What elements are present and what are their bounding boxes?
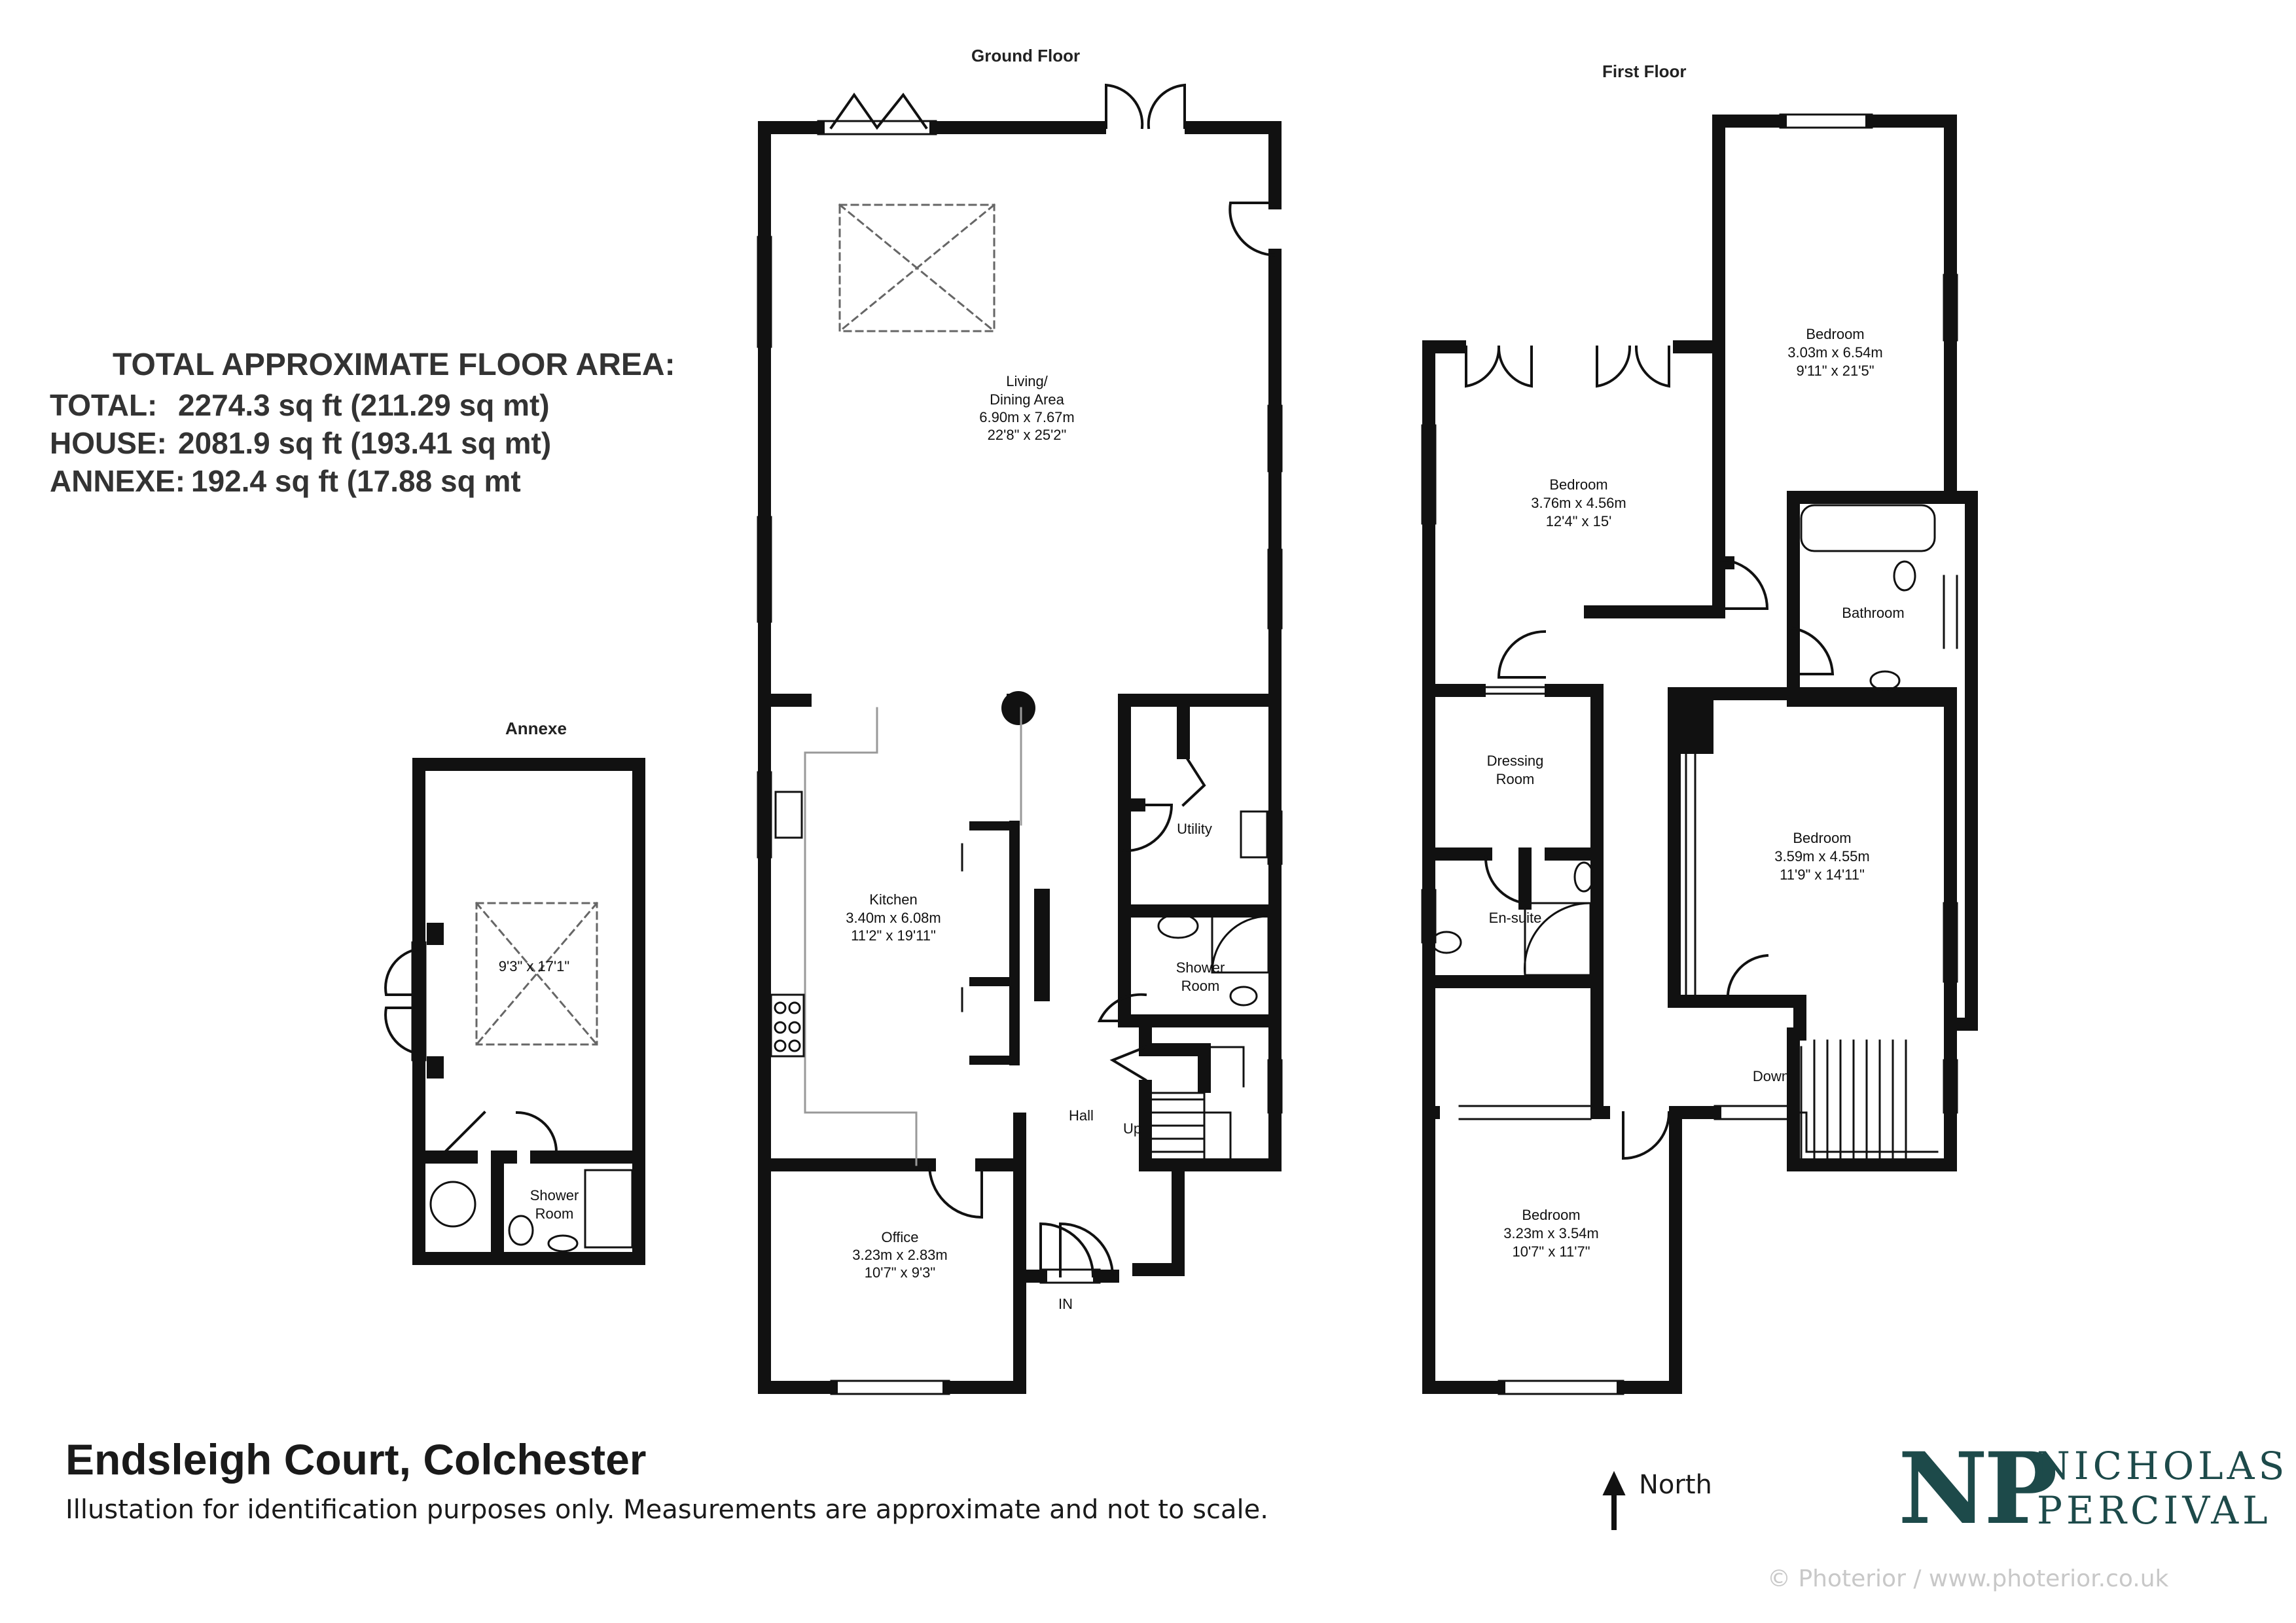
kitchen-appliances	[770, 791, 1268, 1058]
area-heading: TOTAL APPROXIMATE FLOOR AREA:	[113, 348, 675, 382]
annexe-french-door-icon	[384, 947, 558, 1154]
area-house-value: 2081.9 sq ft (193.41 sq mt)	[178, 426, 552, 460]
bed3-name: Bedroom	[1793, 830, 1851, 846]
ensuite-label: En-suite	[1489, 910, 1542, 926]
annexe-dim: 9'3" x 17'1"	[499, 958, 569, 974]
bathroom-label: Bathroom	[1842, 605, 1904, 621]
shower-room-fixtures	[1157, 913, 1270, 1007]
bed1-name: Bedroom	[1806, 326, 1864, 342]
annexe-shower-2: Room	[535, 1205, 574, 1222]
living-m: 6.90m x 7.67m	[979, 409, 1075, 425]
annexe-shower-1: Shower	[530, 1187, 579, 1204]
in-label: IN	[1058, 1296, 1073, 1312]
bifold-door-icon	[829, 92, 928, 130]
area-total-row: TOTAL: 2274.3 sq ft (211.29 sq mt)	[50, 387, 550, 423]
kitchen-ft: 11'2" x 19'11"	[851, 927, 936, 944]
first-floor-walls	[1422, 115, 1978, 1394]
area-annexe-row: ANNEXE:192.4 sq ft (17.88 sq mt	[50, 463, 521, 499]
living-name2: Dining Area	[990, 391, 1065, 408]
annexe-label: Annexe	[505, 719, 567, 738]
dressing-label-2: Room	[1496, 771, 1535, 787]
utility-label: Utility	[1177, 821, 1212, 837]
ground-floor-windows	[757, 120, 1283, 1395]
shower-label-1: Shower	[1176, 959, 1225, 976]
bed1-m: 3.03m x 6.54m	[1787, 344, 1883, 361]
area-annexe-value: 192.4 sq ft (17.88 sq mt	[191, 464, 521, 498]
side-door-icon	[1229, 202, 1277, 257]
hall-label: Hall	[1069, 1107, 1094, 1124]
down-label: Down	[1753, 1068, 1789, 1084]
bed4-name: Bedroom	[1522, 1207, 1580, 1223]
french-door-icon	[1105, 83, 1186, 130]
stairs-up-icon	[1151, 1046, 1245, 1166]
area-total-label: TOTAL:	[50, 388, 158, 422]
ground-floor-label: Ground Floor	[971, 46, 1081, 65]
kitchen-m: 3.40m x 6.08m	[846, 910, 941, 926]
annexe-skylight-icon	[475, 901, 599, 1046]
office-m: 3.23m x 2.83m	[852, 1247, 948, 1263]
kitchen-worktops	[804, 707, 1022, 1166]
ground-floor-walls	[758, 121, 1282, 1394]
brand-mark: NP	[1898, 1431, 2058, 1546]
area-total-value: 2274.3 sq ft (211.29 sq mt)	[178, 388, 550, 422]
bed1-ft: 9'11" x 21'5"	[1796, 363, 1874, 379]
entrance-door-icon	[1039, 1222, 1095, 1278]
first-floor-door-swings	[1465, 345, 1835, 1160]
room-labels: Living/ Dining Area 6.90m x 7.67m 22'8" …	[499, 326, 1905, 1312]
photo-credit: © Photerior / www.photerior.co.uk	[1767, 1565, 2169, 1592]
shower-label-2: Room	[1181, 978, 1220, 994]
bed2-name: Bedroom	[1549, 476, 1607, 493]
bed4-m: 3.23m x 3.54m	[1503, 1225, 1599, 1241]
dressing-label-1: Dressing	[1487, 753, 1544, 769]
first-floor-label: First Floor	[1602, 62, 1687, 81]
ground-door-swings	[927, 751, 1206, 1278]
bed3-ft: 11'9" x 14'11"	[1780, 866, 1865, 883]
disclaimer: Illustation for identification purposes …	[65, 1495, 1268, 1525]
column-icon	[1001, 691, 1035, 725]
area-house-row: HOUSE: 2081.9 sq ft (193.41 sq mt)	[50, 425, 551, 461]
office-name: Office	[881, 1229, 918, 1245]
annexe-windows	[411, 941, 427, 1061]
north-label: North	[1639, 1470, 1712, 1500]
annexe-walls	[412, 758, 645, 1265]
property-address: Endsleigh Court, Colchester	[65, 1435, 647, 1484]
brand-line-2: PERCIVAL	[2037, 1488, 2272, 1533]
area-house-label: HOUSE:	[50, 426, 167, 460]
living-ft: 22'8" x 25'2"	[988, 427, 1067, 443]
bed4-ft: 10'7" x 11'7"	[1512, 1243, 1590, 1260]
up-label: Up	[1123, 1120, 1141, 1137]
office-ft: 10'7" x 9'3"	[865, 1264, 935, 1281]
kitchen-name: Kitchen	[869, 891, 917, 908]
living-skylight-icon	[838, 203, 996, 333]
living-name: Living/	[1006, 373, 1048, 389]
area-annexe-label: ANNEXE:	[50, 464, 186, 498]
stairs-down-icon	[1792, 1039, 1939, 1160]
north-arrow-icon	[1602, 1471, 1626, 1530]
brand-line-1: NICHOLAS	[2037, 1444, 2289, 1488]
chimney-breast	[1034, 889, 1050, 1001]
bed3-m: 3.59m x 4.55m	[1774, 848, 1870, 865]
bathroom-fixtures	[1431, 504, 1936, 976]
bed2-m: 3.76m x 4.56m	[1531, 495, 1626, 511]
bed2-ft: 12'4" x 15'	[1546, 513, 1612, 529]
first-floor-windows	[1421, 113, 1958, 1395]
annexe-shower-fixtures	[429, 1169, 634, 1253]
